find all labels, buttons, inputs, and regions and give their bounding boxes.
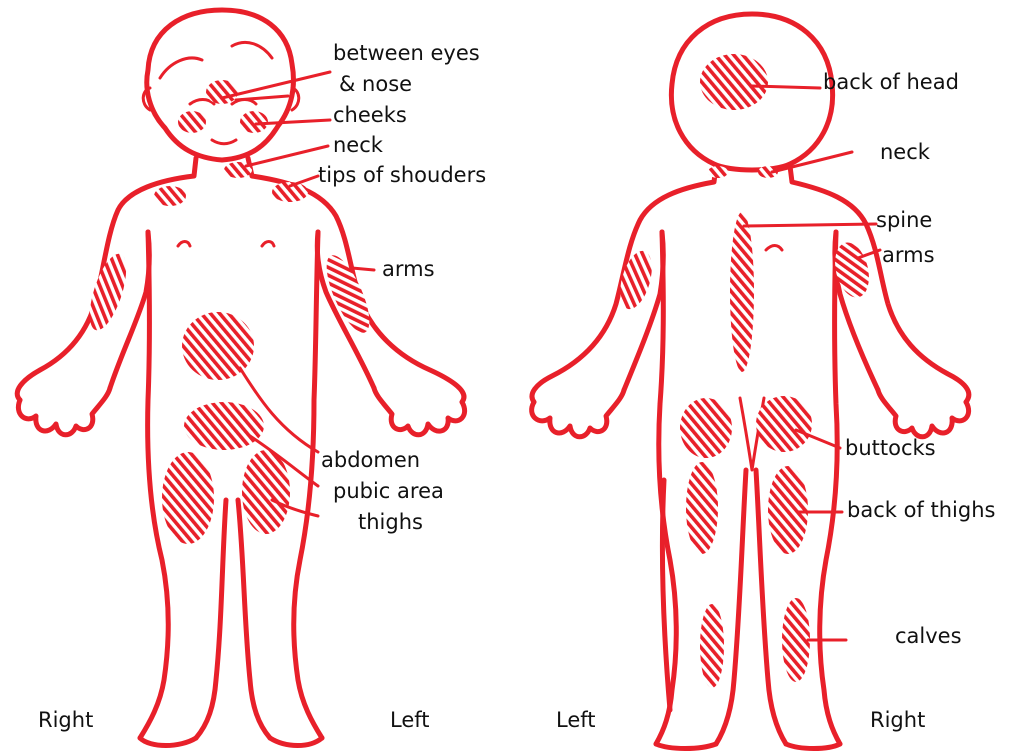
label-neck-back: neck (880, 140, 931, 164)
label-tips-of-shoulders: tips of shouders (318, 163, 486, 187)
label-buttocks: buttocks (845, 436, 936, 460)
rash-patch-thigh-right (242, 450, 290, 534)
label-back-of-thighs: back of thighs (847, 498, 995, 522)
label-front-right-side: Right (38, 708, 93, 732)
rash-patch-back-of-head (700, 54, 768, 110)
label-back-left-side: Left (556, 708, 596, 732)
label-spine: spine (876, 208, 932, 232)
label-calves: calves (895, 624, 962, 648)
rash-patch-cheek-left (178, 111, 206, 133)
label-arms-front: arms (382, 257, 435, 281)
rash-patch-cheek-right (240, 111, 268, 133)
label-and-nose: & nose (339, 72, 412, 96)
label-arms-back: arms (882, 243, 935, 267)
front-figure: between eyes & nose cheeks neck tips of … (17, 10, 486, 746)
label-back-right-side: Right (870, 708, 925, 732)
rash-patch-pubic-area (184, 402, 264, 450)
label-neck-front: neck (333, 133, 384, 157)
label-back-of-head: back of head (823, 70, 959, 94)
rash-patch-shoulder-left (154, 186, 186, 206)
rash-patch-calf-right (782, 598, 810, 682)
label-front-left-side: Left (390, 708, 430, 732)
rash-patch-between-eyes (206, 80, 238, 104)
label-thighs: thighs (358, 510, 423, 534)
rash-patch-abdomen (182, 312, 254, 380)
rash-patch-buttock-left (680, 398, 732, 458)
rash-patch-spine (730, 212, 754, 372)
rash-patch-buttock-right (756, 396, 812, 452)
label-between-eyes: between eyes (333, 41, 480, 65)
rash-patch-neck-back (708, 166, 728, 178)
rash-patch-back-thigh-right (768, 466, 808, 554)
rash-patch-calf-left (700, 604, 724, 688)
rash-patch-thigh-left (162, 452, 214, 544)
label-cheeks: cheeks (333, 103, 407, 127)
label-abdomen: abdomen (321, 448, 420, 472)
rash-patch-back-thigh-left (686, 462, 718, 554)
back-figure: back of head neck spine arms buttocks ba… (532, 14, 996, 749)
label-pubic-area: pubic area (333, 479, 444, 503)
